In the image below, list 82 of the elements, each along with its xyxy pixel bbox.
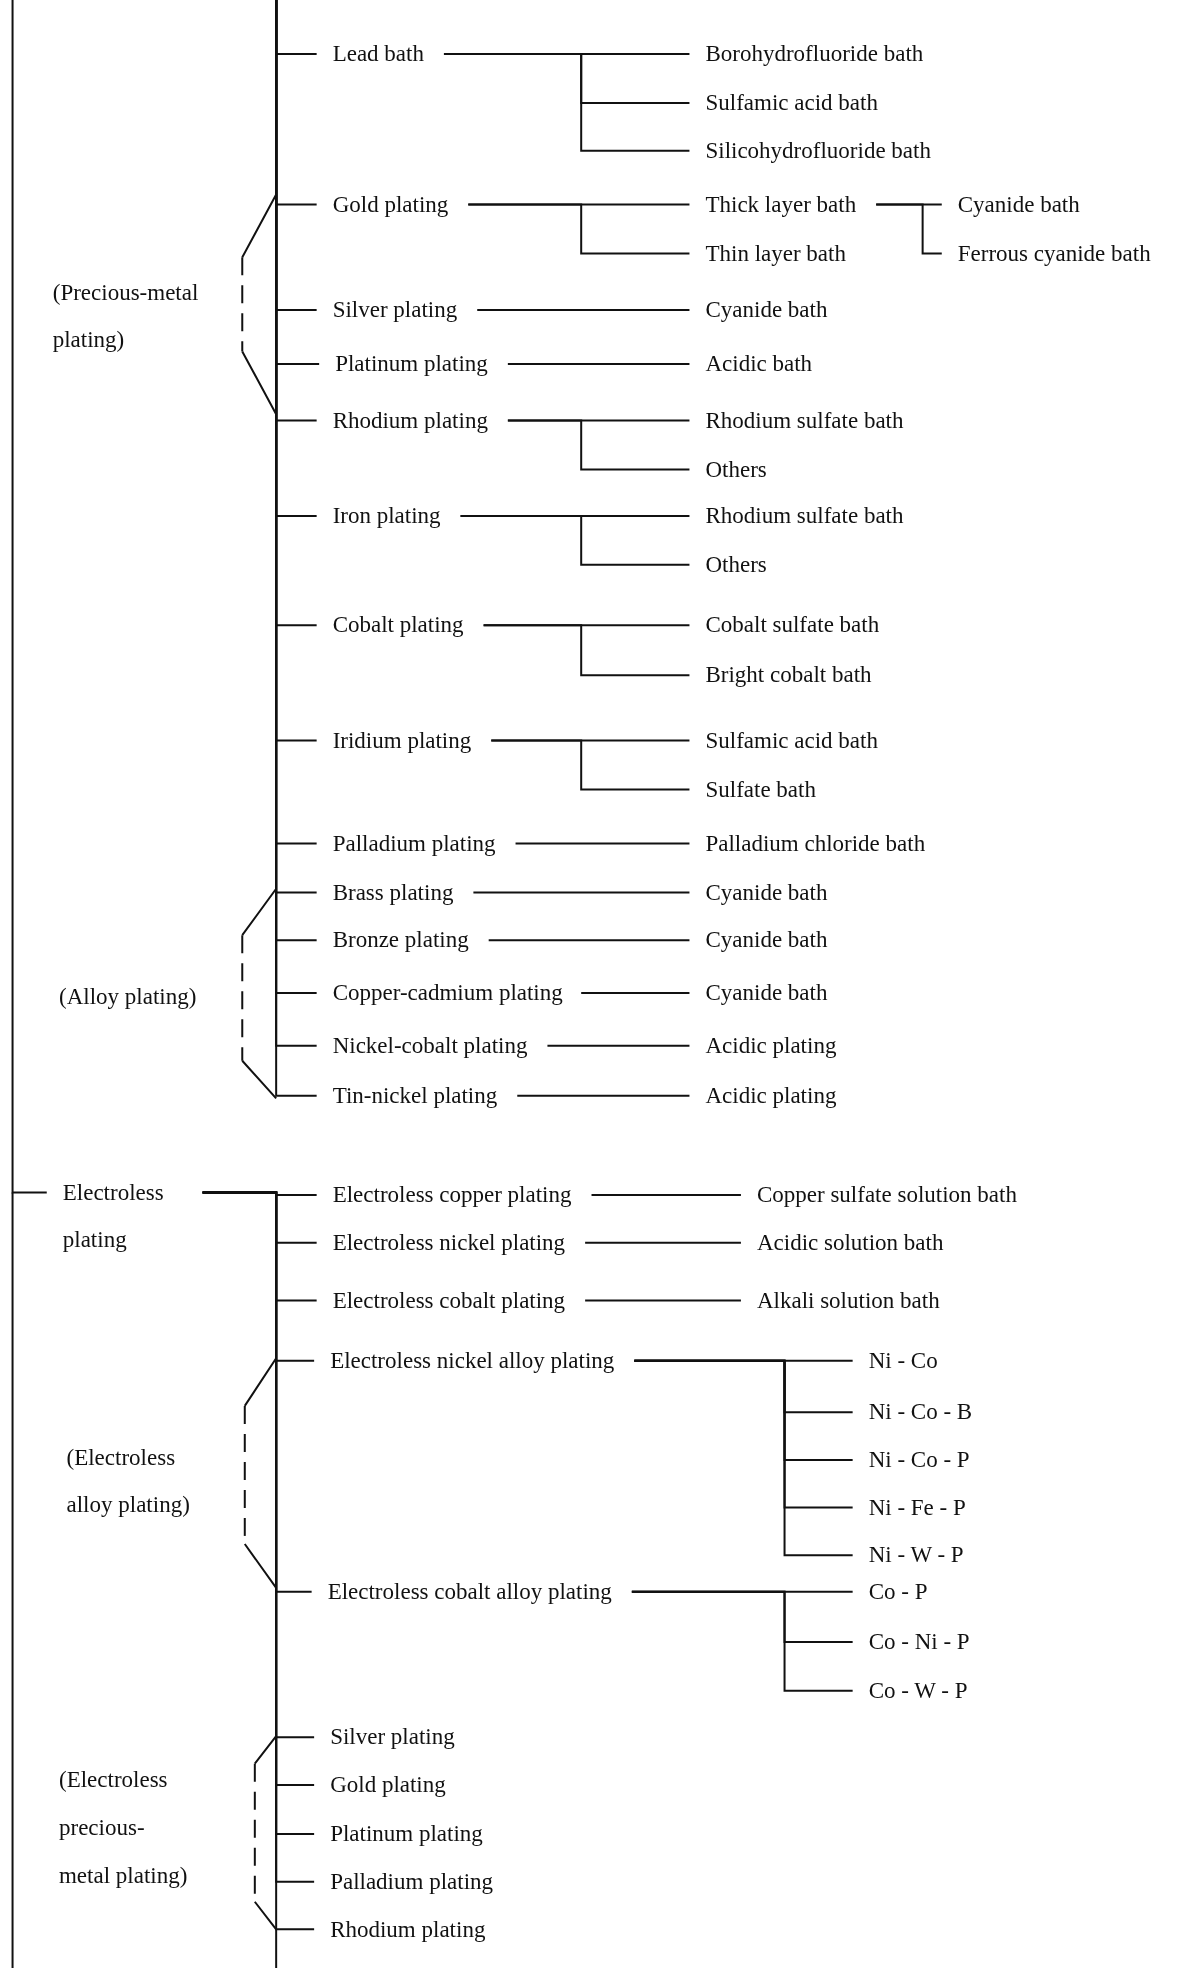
tree-connector	[514, 842, 691, 845]
tree-label: Lead bath	[332, 30, 424, 78]
tree-connector	[630, 1590, 854, 1692]
tree-label: Cyanide bath	[705, 286, 828, 334]
tree-label: Brass plating	[332, 868, 454, 917]
tree-label: Ferrous cyanide bath	[957, 229, 1151, 278]
tree-label: Acidic plating	[705, 1021, 837, 1070]
tree-label: Cobalt sulfate bath	[705, 601, 880, 649]
group-label: (Electroless precious-metal plating)	[59, 1766, 189, 1890]
tree-label: Alkali solution bath	[756, 1276, 940, 1325]
tree-connector	[459, 514, 691, 566]
tree-label: Acidic bath	[705, 340, 813, 388]
tree-label: Sulfamic acid bath	[705, 79, 878, 127]
tree-label: Thick layer bath	[705, 180, 857, 229]
tree-connector	[11, 0, 48, 1194]
tree-label: Silicohydrofluoride bath	[705, 126, 931, 175]
tree-label: Sulfate bath	[705, 765, 816, 814]
tree-label: Rhodium sulfate bath	[705, 396, 904, 445]
tree-label: Tin-nickel plating	[332, 1072, 498, 1120]
tree-label: Gold plating	[332, 180, 449, 229]
tree-label: Palladium plating	[332, 819, 496, 868]
tree-label: Acidic plating	[705, 1072, 837, 1120]
group-label: (Electroless alloy plating)	[66, 1443, 191, 1520]
tree-label: Silver plating	[330, 1713, 455, 1762]
tree-label: Electroless plating	[62, 1168, 183, 1265]
tree-connector	[506, 363, 691, 366]
tree-connector	[633, 1359, 854, 1557]
tree-label: Cyanide bath	[705, 868, 828, 917]
tree-label: Electroless nickel alloy plating	[330, 1336, 615, 1385]
group-label: (Alloy plating)	[59, 982, 197, 1011]
tree-label: Cyanide bath	[705, 969, 828, 1017]
tree-label: Platinum plating	[330, 1810, 483, 1858]
tree-connector	[487, 939, 691, 942]
tree-connector	[516, 1094, 691, 1097]
tree-label: Bright cobalt bath	[705, 651, 872, 700]
tree-label: Iron plating	[332, 492, 441, 540]
tree-label: Ni - Co	[868, 1336, 938, 1385]
tree-label: Cobalt plating	[332, 601, 464, 649]
tree-label: Others	[705, 445, 767, 494]
tree-label: Co - W - P	[868, 1667, 968, 1715]
tree-label: Copper sulfate solution bath	[756, 1171, 1017, 1219]
tree-connector	[546, 1044, 691, 1047]
tree-label: Electroless cobalt alloy plating	[327, 1567, 612, 1616]
tree-label: Silver plating	[332, 286, 458, 334]
tree-label: Others	[705, 541, 767, 589]
tree-label: Iridium plating	[332, 716, 472, 765]
tree-label: Nickel-cobalt plating	[332, 1021, 528, 1070]
tree-label: Palladium plating	[330, 1857, 494, 1906]
tree-label: Electroless copper plating	[332, 1171, 572, 1219]
tree-connector	[442, 53, 691, 152]
tree-label: Ni - Co - B	[868, 1388, 973, 1437]
group-label: (Precious-metal plating)	[52, 278, 200, 355]
tree-label: Copper-cadmium plating	[332, 969, 563, 1017]
tree-label: Rhodium sulfate bath	[705, 492, 904, 540]
tree-label: Rhodium plating	[332, 396, 488, 445]
tree-label: Rhodium plating	[330, 1905, 486, 1954]
tree-label: Gold plating	[330, 1761, 446, 1809]
tree-connector	[580, 991, 691, 994]
tree-label: Electroless cobalt plating	[332, 1276, 566, 1325]
tree-label: Acidic solution bath	[756, 1218, 944, 1267]
tree-label: Thin layer bath	[705, 229, 846, 278]
tree-label: Sulfamic acid bath	[705, 716, 878, 765]
tree-label: Platinum plating	[335, 340, 488, 388]
tree-connector	[875, 203, 943, 255]
tree-connector	[472, 891, 691, 894]
tree-label: Bronze plating	[332, 916, 469, 965]
tree-connector	[584, 1241, 742, 1244]
tree-connector	[482, 624, 691, 677]
tree-label: Cyanide bath	[705, 916, 828, 965]
tree-label: Ni - Fe - P	[868, 1483, 966, 1532]
tree-label: Palladium chloride bath	[705, 819, 926, 868]
tree-connector	[467, 203, 691, 255]
tree-connector	[506, 419, 691, 471]
tree-label: Ni - Co - P	[868, 1436, 970, 1484]
tree-connector	[590, 1194, 742, 1196]
tree-label: Borohydrofluoride bath	[705, 30, 924, 78]
tree-label: Electroless nickel plating	[332, 1218, 566, 1267]
tree-label: Cyanide bath	[957, 180, 1080, 229]
tree-connector	[476, 309, 691, 312]
tree-connector	[584, 1299, 742, 1302]
tree-label: Co - Ni - P	[868, 1618, 970, 1666]
tree-connector	[490, 739, 691, 791]
